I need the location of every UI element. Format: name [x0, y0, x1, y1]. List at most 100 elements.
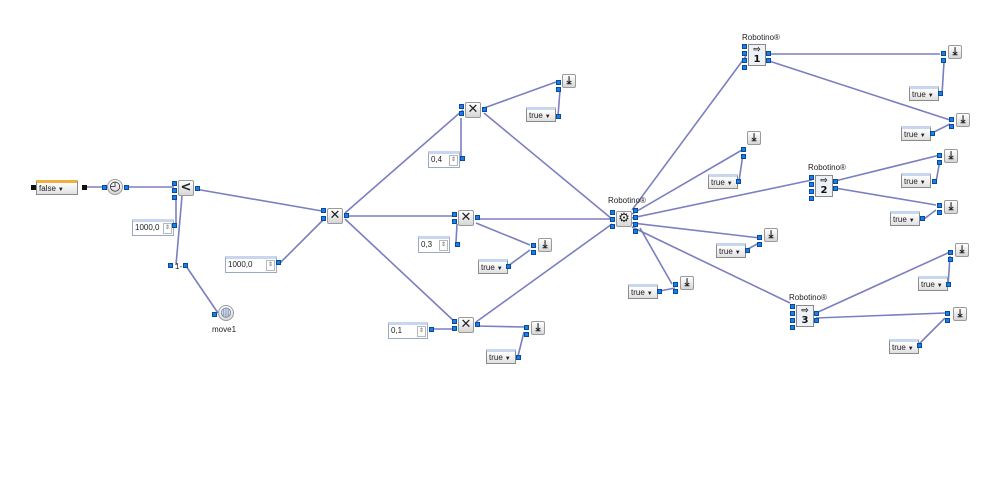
globe-icon[interactable]: ◍ [218, 305, 234, 321]
multiply-icon[interactable]: ✕ [458, 210, 474, 226]
port[interactable] [657, 289, 662, 294]
multiply-icon[interactable]: ✕ [327, 208, 343, 224]
port[interactable] [321, 216, 326, 221]
port[interactable] [937, 210, 942, 215]
port[interactable] [742, 51, 747, 56]
port[interactable] [932, 179, 937, 184]
boolean-select[interactable]: true▼ [478, 259, 508, 274]
download-icon[interactable]: ⤓ [956, 113, 970, 127]
spinner-icon[interactable]: ⇕ [449, 155, 458, 166]
port[interactable] [757, 242, 762, 247]
less-than-icon[interactable]: < [178, 180, 194, 196]
download-icon[interactable]: ⤓ [948, 45, 962, 59]
port[interactable] [524, 332, 529, 337]
port[interactable] [556, 87, 561, 92]
multiplier-value-input[interactable]: 1000,0⇕ [225, 256, 277, 273]
download-icon[interactable]: ⤓ [764, 228, 778, 242]
port[interactable] [212, 312, 217, 317]
port[interactable] [937, 203, 942, 208]
port[interactable] [790, 311, 795, 316]
factor-input-bottom[interactable]: 0,1⇕ [388, 322, 428, 339]
download-icon[interactable]: ⤓ [562, 74, 576, 88]
boolean-select[interactable]: true▼ [486, 349, 516, 364]
port[interactable] [742, 58, 747, 63]
port[interactable] [610, 210, 615, 215]
factor-input-mid[interactable]: 0,3⇕ [418, 236, 450, 253]
port[interactable] [531, 243, 536, 248]
port[interactable] [429, 327, 434, 332]
spinner-icon[interactable]: ⇕ [163, 223, 172, 234]
gauge-icon[interactable]: ◴ [107, 179, 123, 195]
port[interactable] [452, 326, 457, 331]
port[interactable] [938, 91, 943, 96]
port[interactable] [276, 260, 281, 265]
port[interactable] [633, 229, 638, 234]
port[interactable] [790, 318, 795, 323]
port[interactable] [814, 311, 819, 316]
port[interactable] [917, 343, 922, 348]
boolean-select[interactable]: true▼ [901, 126, 931, 141]
port[interactable] [455, 242, 460, 247]
gear-icon[interactable]: ⚙ [616, 211, 632, 227]
port[interactable] [948, 250, 953, 255]
port[interactable] [745, 248, 750, 253]
port[interactable] [930, 131, 935, 136]
port[interactable] [949, 124, 954, 129]
boolean-select[interactable]: true▼ [889, 339, 919, 354]
port[interactable] [506, 264, 511, 269]
port[interactable] [82, 185, 87, 190]
port[interactable] [941, 58, 946, 63]
boolean-select[interactable]: true▼ [708, 174, 738, 189]
port[interactable] [741, 154, 746, 159]
boolean-select[interactable]: true▼ [918, 276, 948, 291]
port[interactable] [556, 80, 561, 85]
port[interactable] [172, 223, 177, 228]
download-icon[interactable]: ⤓ [944, 200, 958, 214]
port[interactable] [742, 44, 747, 49]
port[interactable] [610, 224, 615, 229]
port[interactable] [833, 186, 838, 191]
port[interactable] [946, 282, 951, 287]
port[interactable] [941, 51, 946, 56]
port[interactable] [937, 153, 942, 158]
port[interactable] [124, 185, 129, 190]
port[interactable] [172, 195, 177, 200]
multiply-icon[interactable]: ✕ [458, 317, 474, 333]
port[interactable] [610, 217, 615, 222]
port[interactable] [482, 107, 487, 112]
port[interactable] [475, 215, 480, 220]
port[interactable] [531, 250, 536, 255]
port[interactable] [814, 318, 819, 323]
port[interactable] [809, 189, 814, 194]
multiply-icon[interactable]: ✕ [465, 102, 481, 118]
port[interactable] [945, 311, 950, 316]
port[interactable] [809, 175, 814, 180]
port[interactable] [736, 179, 741, 184]
boolean-select[interactable]: true▼ [901, 173, 931, 188]
port[interactable] [766, 51, 771, 56]
port[interactable] [321, 208, 326, 213]
port[interactable] [633, 215, 638, 220]
port[interactable] [452, 319, 457, 324]
port[interactable] [949, 117, 954, 122]
port[interactable] [172, 181, 177, 186]
port[interactable] [516, 355, 521, 360]
spinner-icon[interactable]: ⇕ [439, 240, 448, 251]
port[interactable] [920, 216, 925, 221]
port[interactable] [945, 318, 950, 323]
download-icon[interactable]: ⤓ [944, 149, 958, 163]
port[interactable] [766, 58, 771, 63]
port[interactable] [195, 186, 200, 191]
port[interactable] [741, 147, 746, 152]
port[interactable] [452, 219, 457, 224]
port[interactable] [937, 160, 942, 165]
boolean-select[interactable]: true▼ [716, 243, 746, 258]
port[interactable] [168, 263, 173, 268]
port[interactable] [948, 257, 953, 262]
download-icon[interactable]: ⤓ [680, 276, 694, 290]
port[interactable] [556, 114, 561, 119]
spinner-icon[interactable]: ⇕ [417, 326, 426, 337]
download-icon[interactable]: ⤓ [955, 243, 969, 257]
download-icon[interactable]: ⤓ [531, 321, 545, 335]
port[interactable] [31, 185, 36, 190]
